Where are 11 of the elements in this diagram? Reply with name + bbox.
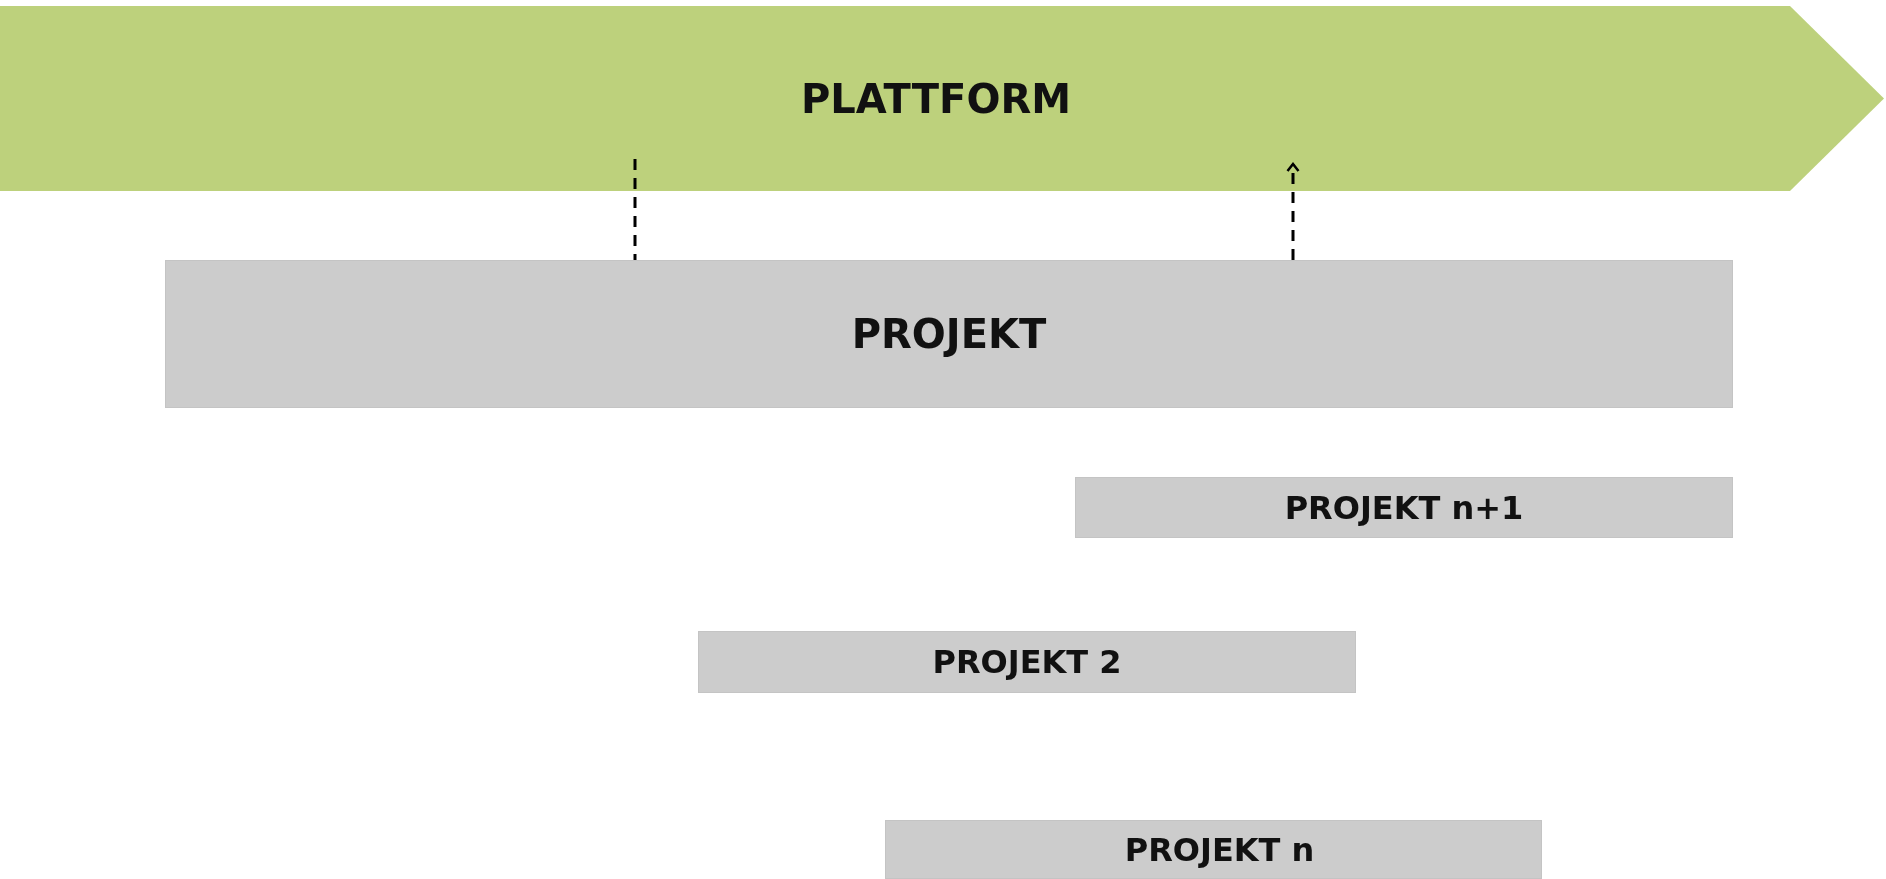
bar-label: PROJEKT n: [1124, 830, 1315, 869]
project-bar: [165, 260, 1733, 408]
bar-label: PROJEKT: [851, 311, 1047, 357]
project-bar: [885, 820, 1542, 879]
bar-label: PLATTFORM: [800, 75, 1072, 122]
dashed-arrow: [1286, 162, 1300, 260]
bar-label: PROJEKT 2: [932, 643, 1122, 681]
bar-label: PROJEKT n+1: [1284, 488, 1524, 527]
project-bar: [698, 631, 1356, 693]
dashed-line: [633, 159, 637, 260]
project-bar: [1075, 477, 1733, 538]
